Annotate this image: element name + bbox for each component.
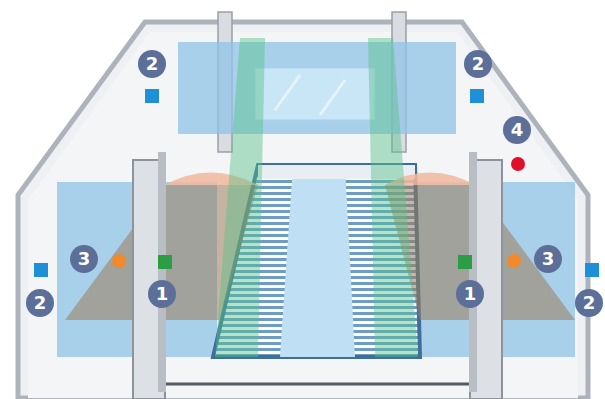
callout-number: 2 — [464, 50, 492, 78]
sensor-blue — [585, 263, 599, 277]
sensor-blue — [34, 263, 48, 277]
callout-number: 3 — [534, 245, 562, 273]
light-beam — [368, 38, 418, 357]
housing — [18, 22, 588, 398]
sensor-red — [511, 157, 525, 171]
sensor-green — [458, 255, 472, 269]
sensor-blue — [145, 89, 159, 103]
sensor-orange — [507, 254, 521, 268]
sensor-green — [158, 255, 172, 269]
callout-number: 1 — [148, 280, 176, 308]
sensor-blue — [470, 89, 484, 103]
light-beam — [215, 38, 265, 357]
escalator-center — [280, 165, 355, 357]
callout-number: 1 — [456, 280, 484, 308]
window — [255, 68, 375, 120]
callout-number: 4 — [503, 116, 531, 144]
detection-area — [178, 42, 456, 134]
callout-number: 2 — [26, 289, 54, 317]
callout-number: 2 — [575, 289, 603, 317]
sensor-orange — [112, 254, 126, 268]
callout-number: 2 — [138, 50, 166, 78]
callout-number: 3 — [70, 245, 98, 273]
